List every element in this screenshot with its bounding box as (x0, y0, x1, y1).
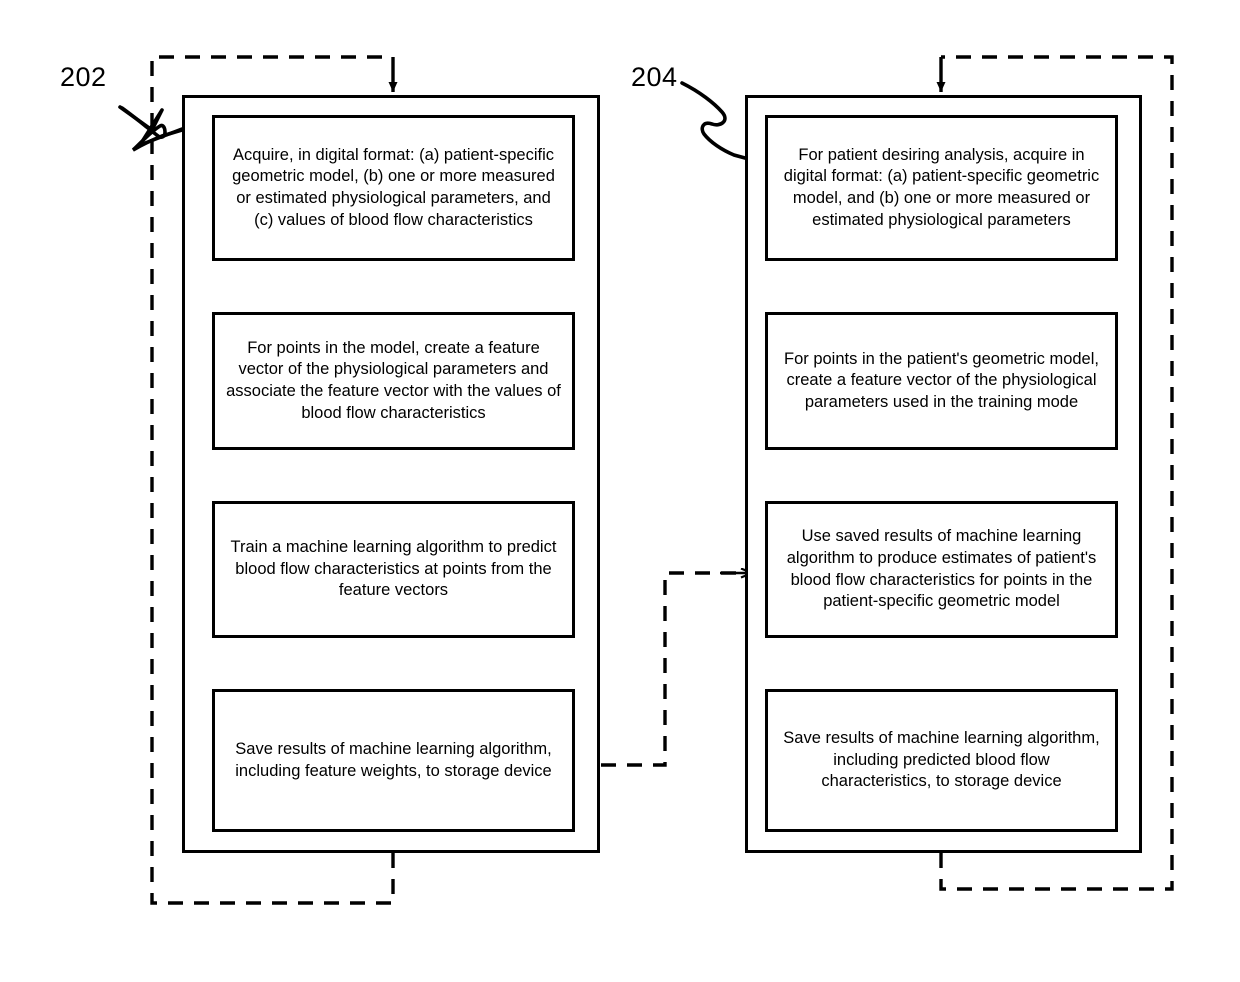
dashed-right-feedback-loop (939, 55, 1174, 891)
reference-numeral-204: 204 (631, 62, 678, 92)
step-text: For patient desiring analysis, acquire i… (783, 145, 1100, 229)
leader-line-202-zigzag (118, 105, 184, 147)
step-box-acquire-training-data: Acquire, in digital format: (a) patient-… (212, 115, 575, 261)
step-box-acquire-patient-data: For patient desiring analysis, acquire i… (765, 115, 1118, 261)
step-text: Use saved results of machine learning al… (786, 527, 1097, 611)
step-text: Save results of machine learning algorit… (235, 739, 552, 780)
step-text: Train a machine learning algorithm to pr… (230, 538, 557, 600)
step-text: For points in the model, create a featur… (226, 338, 561, 422)
step-box-create-feature-vector-training: For points in the model, create a featur… (212, 312, 575, 450)
leader-line-204 (680, 81, 747, 160)
step-text: Acquire, in digital format: (a) patient-… (232, 145, 555, 229)
reference-numeral-202: 202 (60, 62, 107, 92)
step-box-save-feature-weights: Save results of machine learning algorit… (212, 689, 575, 832)
dashed-training-to-production-link (575, 571, 742, 767)
step-box-train-algorithm: Train a machine learning algorithm to pr… (212, 501, 575, 638)
step-text: For points in the patient's geometric mo… (784, 349, 1099, 411)
step-box-save-predicted-characteristics: Save results of machine learning algorit… (765, 689, 1118, 832)
dashed-left-feedback-loop (150, 55, 395, 905)
step-box-create-feature-vector-production: For points in the patient's geometric mo… (765, 312, 1118, 450)
step-box-use-saved-results: Use saved results of machine learning al… (765, 501, 1118, 638)
step-text: Save results of machine learning algorit… (783, 729, 1100, 791)
